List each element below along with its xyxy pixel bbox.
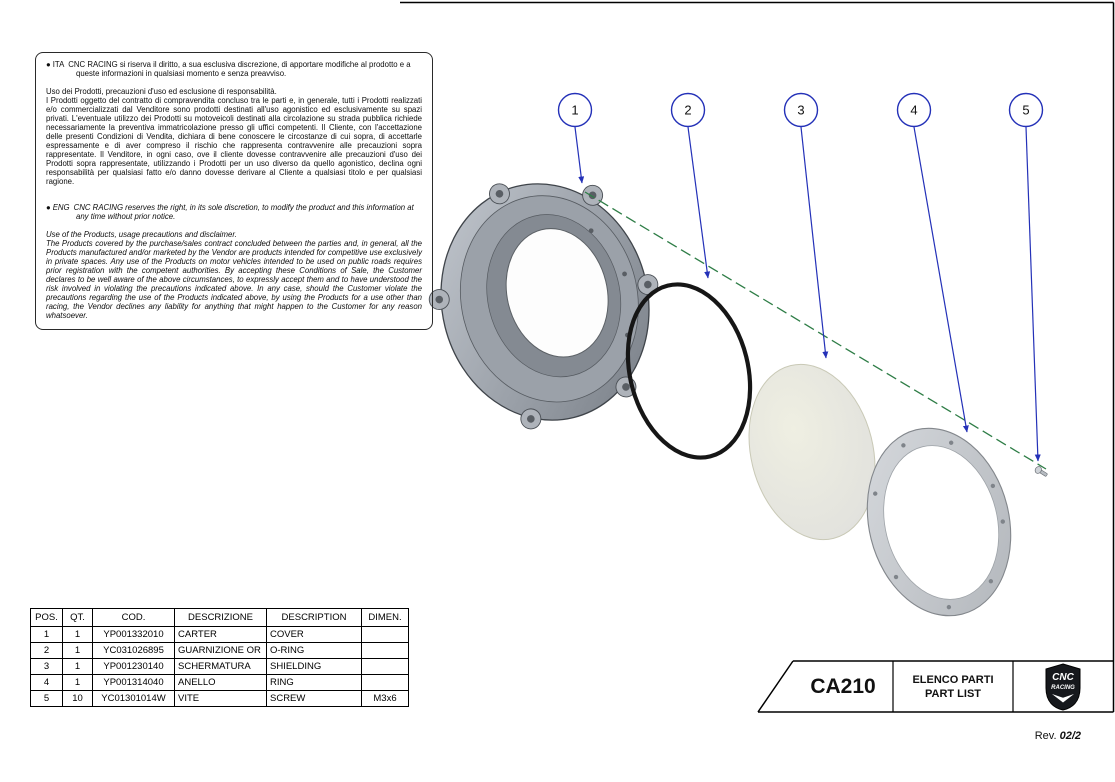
- cell-qt: 1: [62, 626, 93, 643]
- callout-balloons: 1 2 3 4 5: [557, 92, 1044, 128]
- cell-description: SCREW: [266, 690, 362, 707]
- cell-cod: YP001332010: [92, 626, 175, 643]
- eng-disclaimer-heading: Use of the Products, usage precautions a…: [46, 230, 237, 239]
- table-header-row: POS. QT. COD. DESCRIZIONE DESCRIPTION DI…: [30, 608, 409, 627]
- cell-pos: 3: [30, 658, 63, 675]
- cell-pos: 4: [30, 674, 63, 691]
- cell-cod: YC031026895: [92, 642, 175, 659]
- cell-cod: YP001230140: [92, 658, 175, 675]
- sheet-border: [400, 1, 1115, 712]
- revision: Rev. 02/2: [1035, 730, 1081, 742]
- cell-cod: YP001314040: [92, 674, 175, 691]
- svg-text:3: 3: [797, 103, 804, 118]
- col-header-dimen: DIMEN.: [361, 608, 409, 627]
- table-row: 1 1 YP001332010 CARTER COVER: [30, 626, 409, 643]
- cell-qt: 1: [62, 642, 93, 659]
- svg-text:4: 4: [910, 103, 917, 118]
- screw-part: [1034, 466, 1048, 477]
- cell-dimen: [361, 642, 409, 659]
- callout-5-arrow: [1025, 126, 1041, 462]
- cell-pos: 1: [30, 626, 63, 643]
- callout-3-arrow: [800, 126, 829, 359]
- cell-dimen: [361, 658, 409, 675]
- part-list-title: ELENCO PARTI PART LIST: [893, 661, 1013, 712]
- cell-descrizione: CARTER: [174, 626, 267, 643]
- col-header-qt: QT.: [62, 608, 93, 627]
- parts-table: POS. QT. COD. DESCRIZIONE DESCRIPTION DI…: [30, 608, 409, 707]
- eng-notice-text: CNC RACING reserves the right, in its so…: [73, 203, 414, 221]
- brand-logo: CNC RACING: [1013, 661, 1113, 712]
- cell-description: RING: [266, 674, 362, 691]
- cell-description: SHIELDING: [266, 658, 362, 675]
- revision-value: 02/2: [1059, 730, 1081, 742]
- revision-label: Rev.: [1034, 730, 1057, 742]
- svg-text:1: 1: [571, 103, 578, 118]
- ita-disclaimer-body: I Prodotti oggetto del contratto di comp…: [46, 96, 422, 186]
- table-row: 2 1 YC031026895 GUARNIZIONE OR O-RING: [30, 642, 409, 659]
- cell-pos: 2: [30, 642, 63, 659]
- cell-qt: 1: [62, 658, 93, 675]
- table-row: 3 1 YP001230140 SCHERMATURA SHIELDING: [30, 658, 409, 675]
- cell-qt: 1: [62, 674, 93, 691]
- cell-pos: 5: [30, 690, 63, 707]
- title-block-lines: [757, 660, 1114, 713]
- table-row: 5 10 YC01301014W VITE SCREW M3x6: [30, 690, 409, 707]
- cell-dimen: [361, 626, 409, 643]
- cnc-racing-shield-icon: CNC RACING: [1045, 662, 1081, 711]
- cell-description: O-RING: [266, 642, 362, 659]
- bullet-icon: ●: [46, 60, 51, 69]
- callout-4-arrow: [913, 126, 969, 433]
- callout-arrows: [574, 126, 1041, 462]
- table-row: 4 1 YP001314040 ANELLO RING: [30, 674, 409, 691]
- svg-text:RACING: RACING: [1051, 685, 1075, 691]
- assembly-axis-line: [584, 191, 1047, 470]
- shielding-part: [748, 363, 876, 541]
- col-header-cod: COD.: [92, 608, 175, 627]
- cell-description: COVER: [266, 626, 362, 643]
- col-header-pos: POS.: [30, 608, 63, 627]
- ring-screw-holes: [873, 440, 1005, 610]
- callout-1-arrow: [574, 126, 585, 184]
- cell-descrizione: ANELLO: [174, 674, 267, 691]
- cell-cod: YC01301014W: [92, 690, 175, 707]
- callout-5: 5: [1008, 92, 1044, 128]
- callout-2-arrow: [687, 126, 711, 279]
- svg-text:5: 5: [1022, 103, 1029, 118]
- col-header-descrizione: DESCRIZIONE: [174, 608, 267, 627]
- cell-descrizione: GUARNIZIONE OR: [174, 642, 267, 659]
- ita-disclaimer-heading: Uso dei Prodotti, precauzioni d'uso ed e…: [46, 87, 277, 96]
- ring-part: [866, 427, 1012, 617]
- cell-qt: 10: [62, 690, 93, 707]
- callout-3: 3: [783, 92, 819, 128]
- carter-cover-part: [428, 183, 659, 430]
- svg-text:2: 2: [684, 103, 691, 118]
- cell-descrizione: VITE: [174, 690, 267, 707]
- callout-4: 4: [896, 92, 932, 128]
- eng-label: ENG: [52, 203, 70, 212]
- svg-text:CNC: CNC: [1052, 672, 1074, 683]
- cell-descrizione: SCHERMATURA: [174, 658, 267, 675]
- ita-notice-text: CNC RACING si riserva il diritto, a sua …: [68, 60, 411, 78]
- callout-2: 2: [670, 92, 706, 128]
- part-list-title-eng: PART LIST: [924, 687, 981, 700]
- drawing-code: CA210: [810, 674, 876, 698]
- bullet-icon: ●: [46, 203, 51, 212]
- col-header-description: DESCRIPTION: [266, 608, 362, 627]
- callout-1: 1: [557, 92, 593, 128]
- eng-disclaimer-body: The Products covered by the purchase/sal…: [46, 239, 422, 320]
- part-list-title-ita: ELENCO PARTI: [912, 673, 994, 686]
- ita-label: ITA: [52, 60, 65, 69]
- cell-dimen: [361, 674, 409, 691]
- cell-dimen: M3x6: [361, 690, 409, 707]
- o-ring-part: [625, 282, 753, 460]
